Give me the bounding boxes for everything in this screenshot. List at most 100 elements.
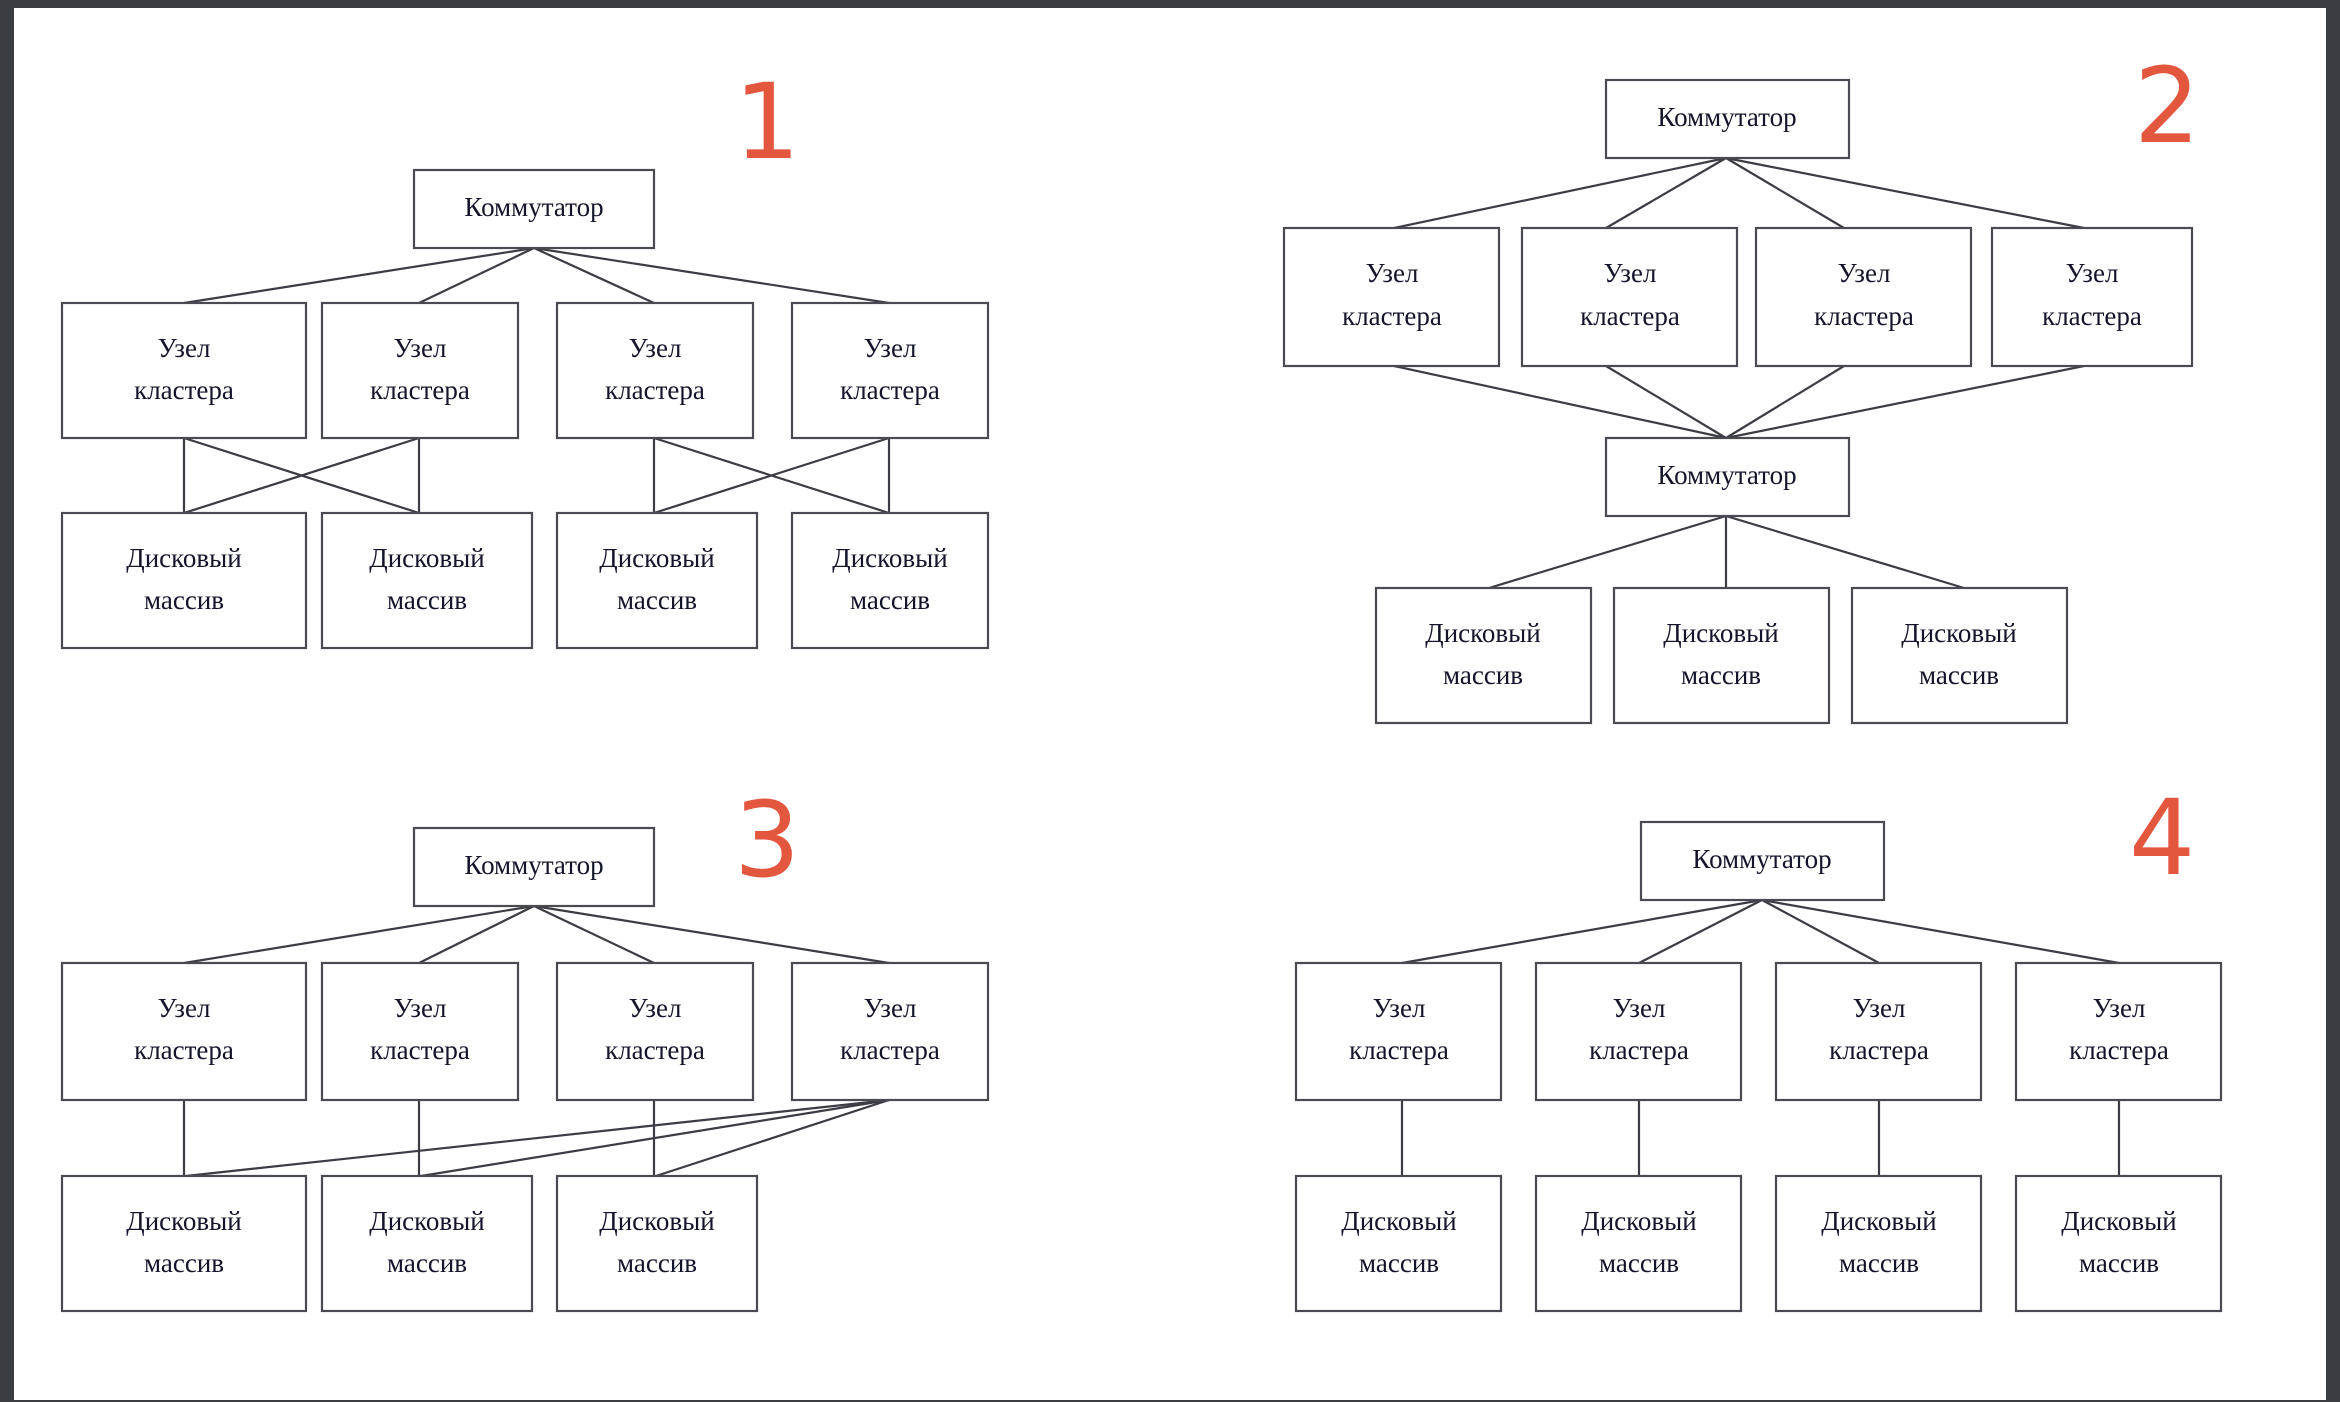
cluster-node-box[interactable]: Узел кластера <box>790 301 990 440</box>
cluster-node-label-line1: Узел <box>1366 258 1419 288</box>
cluster-node-box[interactable]: Узел кластера <box>1520 226 1739 368</box>
edges-switch2-to-disks <box>1488 514 1965 590</box>
switch-label: Коммутатор <box>1657 102 1796 132</box>
cluster-node-label-line1: Узел <box>1853 993 1906 1023</box>
disk-array-label-line1: Дисковый <box>1581 1206 1696 1236</box>
cluster-node-box[interactable]: Узел кластера <box>790 961 990 1102</box>
cluster-node-label-line2: кластера <box>370 1035 470 1065</box>
diagram-2-number: 2 <box>2134 45 2200 167</box>
disk-array-box[interactable]: Дисковый массив <box>1534 1174 1743 1313</box>
cluster-node-label-line2: кластера <box>1814 301 1914 331</box>
edges-nodes-to-disks <box>182 436 891 515</box>
cluster-node-label-line2: кластера <box>1342 301 1442 331</box>
cluster-node-label-line2: кластера <box>1580 301 1680 331</box>
disk-array-box[interactable]: Дисковый массив <box>555 511 759 650</box>
cluster-node-label-line2: кластера <box>605 1035 705 1065</box>
cluster-node-label-line2: кластера <box>1829 1035 1929 1065</box>
diagram-4-number: 4 <box>2129 777 2195 899</box>
disk-array-label-line2: массив <box>144 1248 224 1278</box>
cluster-node-box[interactable]: Узел кластера <box>1294 961 1503 1102</box>
cluster-node-label-line1: Узел <box>864 993 917 1023</box>
cluster-node-label-line1: Узел <box>629 333 682 363</box>
disk-array-label-line2: массив <box>387 1248 467 1278</box>
edges-switch-to-nodes <box>1401 898 2120 965</box>
disk-array-box[interactable]: Дисковый массив <box>60 1174 308 1313</box>
disk-array-box[interactable]: Дисковый массив <box>2014 1174 2223 1313</box>
disk-array-label-line2: массив <box>1839 1248 1919 1278</box>
disk-array-label-line2: массив <box>1359 1248 1439 1278</box>
disk-array-box[interactable]: Дисковый массив <box>1612 586 1831 725</box>
cluster-node-box[interactable]: Узел кластера <box>1534 961 1743 1102</box>
switch-box[interactable]: Коммутатор <box>1604 436 1851 518</box>
cluster-node-label-line1: Узел <box>394 993 447 1023</box>
disk-array-box[interactable]: Дисковый массив <box>555 1174 759 1313</box>
diagram-3-canvas: Коммутатор Узел кластера Узел кластера У… <box>60 826 990 1313</box>
cluster-node-label-line1: Узел <box>1373 993 1426 1023</box>
disk-array-label-line1: Дисковый <box>369 543 484 573</box>
disk-array-label-line2: массив <box>1919 660 1999 690</box>
diagram-1-number: 1 <box>734 61 800 183</box>
cluster-node-box[interactable]: Узел кластера <box>1990 226 2194 368</box>
disk-array-label-line2: массив <box>1443 660 1523 690</box>
disk-array-label-line2: массив <box>1599 1248 1679 1278</box>
cluster-node-label-line2: кластера <box>2069 1035 2169 1065</box>
disk-array-box[interactable]: Дисковый массив <box>320 1174 534 1313</box>
disk-array-label-line2: массив <box>387 585 467 615</box>
disk-array-label-line2: массив <box>617 1248 697 1278</box>
disk-array-label-line1: Дисковый <box>2061 1206 2176 1236</box>
cluster-node-box[interactable]: Узел кластера <box>1282 226 1501 368</box>
diagram-2: 2 <box>1274 28 2284 728</box>
disk-array-label-line1: Дисковый <box>1425 618 1540 648</box>
diagram-1-canvas: Коммутатор Узел кластера Узел кластера У… <box>60 168 990 650</box>
cluster-node-label-line2: кластера <box>370 375 470 405</box>
edges-switch-to-nodes <box>1393 156 2085 230</box>
cluster-node-box[interactable]: Узел кластера <box>555 961 755 1102</box>
cluster-node-box[interactable]: Узел кластера <box>320 961 520 1102</box>
cluster-node-label-line1: Узел <box>158 333 211 363</box>
switch-label: Коммутатор <box>464 850 603 880</box>
cluster-node-label-line1: Узел <box>2066 258 2119 288</box>
disk-array-box[interactable]: Дисковый массив <box>60 511 308 650</box>
diagram-4: 4 Коммутатор <box>1284 778 2274 1358</box>
disk-array-label-line2: массив <box>850 585 930 615</box>
cluster-node-label-line2: кластера <box>1349 1035 1449 1065</box>
cluster-node-box[interactable]: Узел кластера <box>320 301 520 440</box>
cluster-node-box[interactable]: Узел кластера <box>555 301 755 440</box>
disk-array-label-line2: массив <box>2079 1248 2159 1278</box>
diagram-2-canvas: Коммутатор Узел кластера Узел кластера У… <box>1282 78 2194 725</box>
diagram-3-number: 3 <box>734 779 800 901</box>
disk-array-label-line2: массив <box>1681 660 1761 690</box>
disk-array-label-line1: Дисковый <box>1901 618 2016 648</box>
cluster-node-label-line1: Узел <box>1838 258 1891 288</box>
disk-array-label-line1: Дисковый <box>599 543 714 573</box>
edges-nodes-to-switch2 <box>1393 364 2085 440</box>
disk-array-box[interactable]: Дисковый массив <box>1374 586 1593 725</box>
cluster-node-label-line2: кластера <box>840 1035 940 1065</box>
disk-array-label-line1: Дисковый <box>1663 618 1778 648</box>
edges-switch-to-nodes <box>183 246 890 305</box>
disk-array-box[interactable]: Дисковый массив <box>1774 1174 1983 1313</box>
edges-switch-to-nodes <box>183 904 890 965</box>
cluster-node-box[interactable]: Узел кластера <box>60 301 308 440</box>
cluster-node-box[interactable]: Узел кластера <box>2014 961 2223 1102</box>
cluster-node-box[interactable]: Узел кластера <box>1774 961 1983 1102</box>
switch-box[interactable]: Коммутатор <box>1604 78 1851 160</box>
cluster-node-label-line1: Узел <box>864 333 917 363</box>
cluster-node-label-line1: Узел <box>394 333 447 363</box>
cluster-node-label-line2: кластера <box>840 375 940 405</box>
cluster-node-box[interactable]: Узел кластера <box>1754 226 1973 368</box>
disk-array-label-line1: Дисковый <box>126 543 241 573</box>
switch-box[interactable]: Коммутатор <box>412 826 656 908</box>
disk-array-label-line2: массив <box>144 585 224 615</box>
switch-box[interactable]: Коммутатор <box>412 168 656 250</box>
cluster-node-box[interactable]: Узел кластера <box>60 961 308 1102</box>
cluster-node-label-line2: кластера <box>134 375 234 405</box>
edges-nodes-to-disks <box>182 1098 890 1178</box>
disk-array-box[interactable]: Дисковый массив <box>1294 1174 1503 1313</box>
disk-array-box[interactable]: Дисковый массив <box>320 511 534 650</box>
cluster-node-label-line1: Узел <box>629 993 682 1023</box>
disk-array-box[interactable]: Дисковый массив <box>1850 586 2069 725</box>
disk-array-box[interactable]: Дисковый массив <box>790 511 990 650</box>
switch-box[interactable]: Коммутатор <box>1639 820 1886 902</box>
disk-array-label-line1: Дисковый <box>369 1206 484 1236</box>
